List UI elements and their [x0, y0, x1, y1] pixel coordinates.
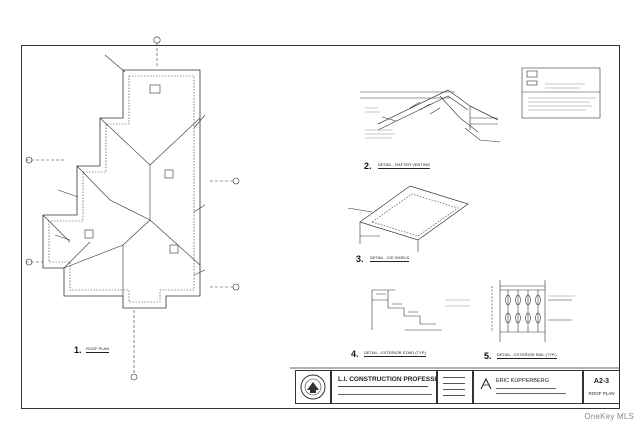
drawing-sheet	[21, 45, 620, 409]
section-marker-right-icon	[232, 177, 240, 185]
rafter-venting-number: 2.	[364, 161, 372, 171]
ice-shield-number: 3.	[356, 254, 364, 264]
revision-block	[437, 370, 473, 404]
company-seal-icon	[300, 374, 326, 400]
exterior-rail-title: DETAIL - EXTERIOR RAIL (TYP.)	[497, 352, 557, 359]
sheet-block: A2-3 ROOF PLAN	[583, 370, 620, 404]
company-address-line	[338, 394, 432, 397]
company-name: L.I. CONSTRUCTION PROFESSIONALS	[338, 376, 459, 383]
baluster-group	[505, 290, 541, 332]
roof-plan-number: 1.	[74, 345, 82, 355]
architect-logo-icon	[480, 377, 492, 390]
exterior-stair-number: 4.	[351, 349, 359, 359]
section-marker-right-lower-icon	[232, 283, 240, 291]
company-logo	[295, 370, 331, 404]
architect-block: ERIC KUPPERBERG	[473, 370, 583, 404]
listing-watermark: OneKey MLS	[584, 412, 634, 421]
ice-shield-title: DETAIL - ICE SHIELD	[370, 255, 410, 262]
south-marker-icon	[130, 373, 138, 381]
architect-name: ERIC KUPPERBERG	[496, 378, 549, 384]
north-arrow-icon	[153, 36, 161, 44]
sheet-title: ROOF PLAN	[588, 391, 615, 396]
exterior-rail-number: 5.	[484, 351, 492, 361]
sheet-number: A2-3	[593, 378, 610, 385]
roof-plan-title: ROOF PLAN	[86, 346, 110, 353]
project-address-line	[338, 386, 428, 391]
exterior-stair-title: DETAIL - EXTERIOR STAIR (TYP.)	[364, 350, 427, 357]
rafter-venting-title: DETAIL - RAFTER VENTING	[378, 162, 431, 169]
company-block: L.I. CONSTRUCTION PROFESSIONALS	[331, 370, 459, 404]
